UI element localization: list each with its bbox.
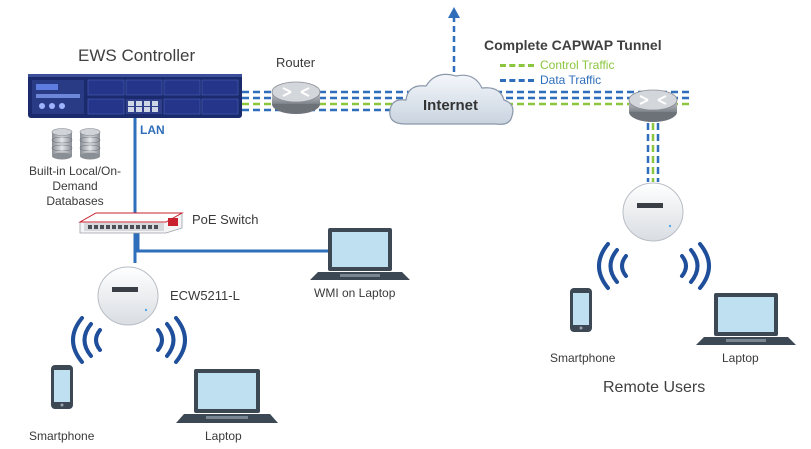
access-point-icon [622,182,684,242]
legend-label-data: Data Traffic [540,73,602,87]
wmi-laptop-label: WMI on Laptop [314,286,396,300]
laptop-label-left: Laptop [205,429,242,443]
laptop-label-right: Laptop [722,351,759,365]
access-point-icon [97,266,159,326]
access-point-label: ECW5211-L [170,288,240,303]
arrow-up-icon [448,7,460,82]
database-icon [51,128,101,160]
capwap-title: Complete CAPWAP Tunnel [484,37,662,53]
internet-label: Internet [423,97,479,114]
lan-wiring [133,118,328,263]
databases-label: Built-in Local/On-Demand Databases [28,164,122,208]
wifi-wave-icon [597,242,711,290]
legend: Control Traffic Data Traffic [500,58,614,88]
smartphone-icon [570,288,592,332]
legend-label-control: Control Traffic [540,58,615,72]
router-icon [628,89,678,122]
remote-users-label: Remote Users [603,379,706,396]
legend-swatch-control [500,64,534,67]
laptop-icon [310,228,410,280]
controller-label: EWS Controller [78,46,196,65]
cloud-icon [389,73,514,125]
wifi-wave-icon [71,316,187,364]
router-icon [271,81,321,114]
smartphone-label-left: Smartphone [29,429,95,443]
smartphone-label-right: Smartphone [550,351,616,365]
switch-icon [78,212,184,234]
laptop-icon [176,369,278,423]
legend-item-control: Control Traffic [500,58,614,73]
laptop-icon [696,293,796,345]
router-label: Router [276,55,316,70]
smartphone-icon [51,365,73,409]
poe-switch-label: PoE Switch [192,212,259,227]
legend-swatch-data [500,79,534,82]
controller-icon [28,74,242,118]
legend-item-data: Data Traffic [500,73,614,88]
lan-label: LAN [140,123,165,137]
